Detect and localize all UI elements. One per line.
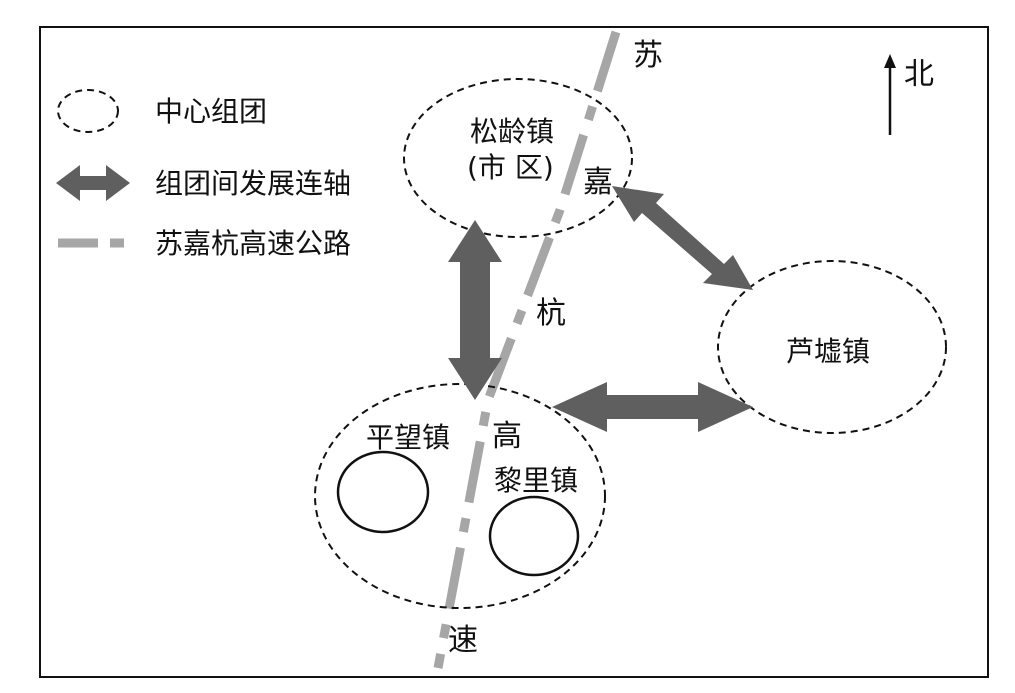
north-indicator: 北 (884, 54, 934, 135)
legend-highway-label: 苏嘉杭高速公路 (155, 227, 351, 260)
legend-dashed-ellipse-icon (57, 89, 119, 133)
highway-char-gao: 高 (492, 419, 522, 454)
songling-label: 松龄镇 (470, 115, 554, 148)
highway-char-su: 苏 (633, 38, 663, 73)
pingwang-circle (336, 450, 430, 534)
lili-label: 黎里镇 (494, 464, 578, 497)
highway-char-hang: 杭 (536, 296, 566, 331)
luxu-ellipse (717, 260, 947, 434)
highway-char-jia: 嘉 (583, 165, 613, 200)
legend-double-arrow-icon (56, 165, 130, 201)
south-group-ellipse (314, 383, 606, 609)
arrow-songling-pingwang (448, 220, 502, 400)
arrow-south-luxu (552, 382, 753, 432)
luxu-label: 芦墟镇 (786, 335, 870, 368)
legend-center-group-label: 中心组团 (155, 95, 267, 128)
songling-ellipse (403, 78, 633, 238)
north-label: 北 (904, 57, 934, 92)
songling-sub-label: (市 区) (467, 151, 554, 184)
lili-circle (488, 495, 580, 577)
pingwang-label: 平望镇 (366, 421, 450, 454)
north-arrowhead-icon (884, 54, 896, 68)
diagram-frame (39, 26, 989, 678)
arrow-songling-luxu (612, 186, 753, 290)
highway-char-speed: 速 (448, 623, 478, 658)
legend: 中心组团 组团间发展连轴 苏嘉杭高速公路 (56, 89, 351, 260)
legend-axis-label: 组团间发展连轴 (155, 167, 351, 200)
